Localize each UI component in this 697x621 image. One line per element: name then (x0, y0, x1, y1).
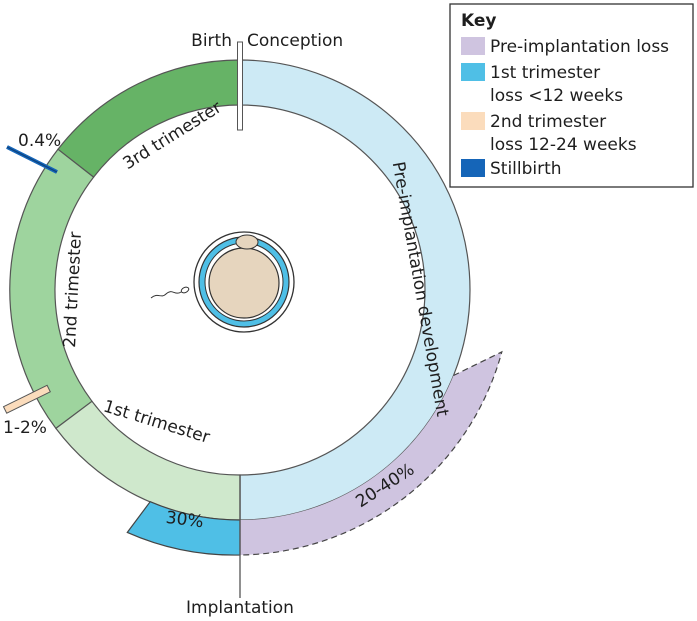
second-trimester-loss-bar (2, 384, 51, 414)
key-title: Key (461, 11, 497, 31)
stillbirth-line-edge (6, 146, 58, 173)
pre-implantation-loss-outline (239, 350, 503, 556)
key-swatch-second-trimester (461, 112, 485, 130)
pre-implantation-loss-wedge (240, 351, 502, 555)
implantation-label: Implantation (186, 598, 294, 618)
birth-conception-divider (237, 41, 243, 131)
embryo-illustration (150, 231, 295, 333)
key-swatch-pre-implantation (461, 37, 485, 55)
key-swatch-first-trimester (461, 63, 485, 81)
stillbirth-loss-label: 0.4% (18, 131, 61, 151)
key-swatch-stillbirth (461, 159, 485, 177)
key-label-pre-implantation: Pre-implantation loss (490, 37, 669, 57)
key-label-stillbirth: Stillbirth (490, 159, 562, 179)
key-label-first-trimester-line1: 1st trimester (490, 63, 600, 83)
key-legend: Key Pre-implantation loss 1st trimester … (449, 3, 694, 188)
key-label-second-trimester-line1: 2nd trimester (490, 112, 606, 132)
first-trimester-loss-wedge (126, 500, 241, 556)
second-trimester-label: 2nd trimester (60, 231, 86, 348)
conception-label: Conception (247, 31, 343, 51)
key-label-second-trimester-line2: loss 12-24 weeks (490, 135, 637, 155)
key-label-first-trimester-line2: loss <12 weeks (490, 86, 623, 106)
birth-label: Birth (191, 31, 232, 51)
first-trimester-loss-label: 30% (165, 508, 205, 532)
second-trimester-loss-label: 1-2% (3, 418, 47, 438)
